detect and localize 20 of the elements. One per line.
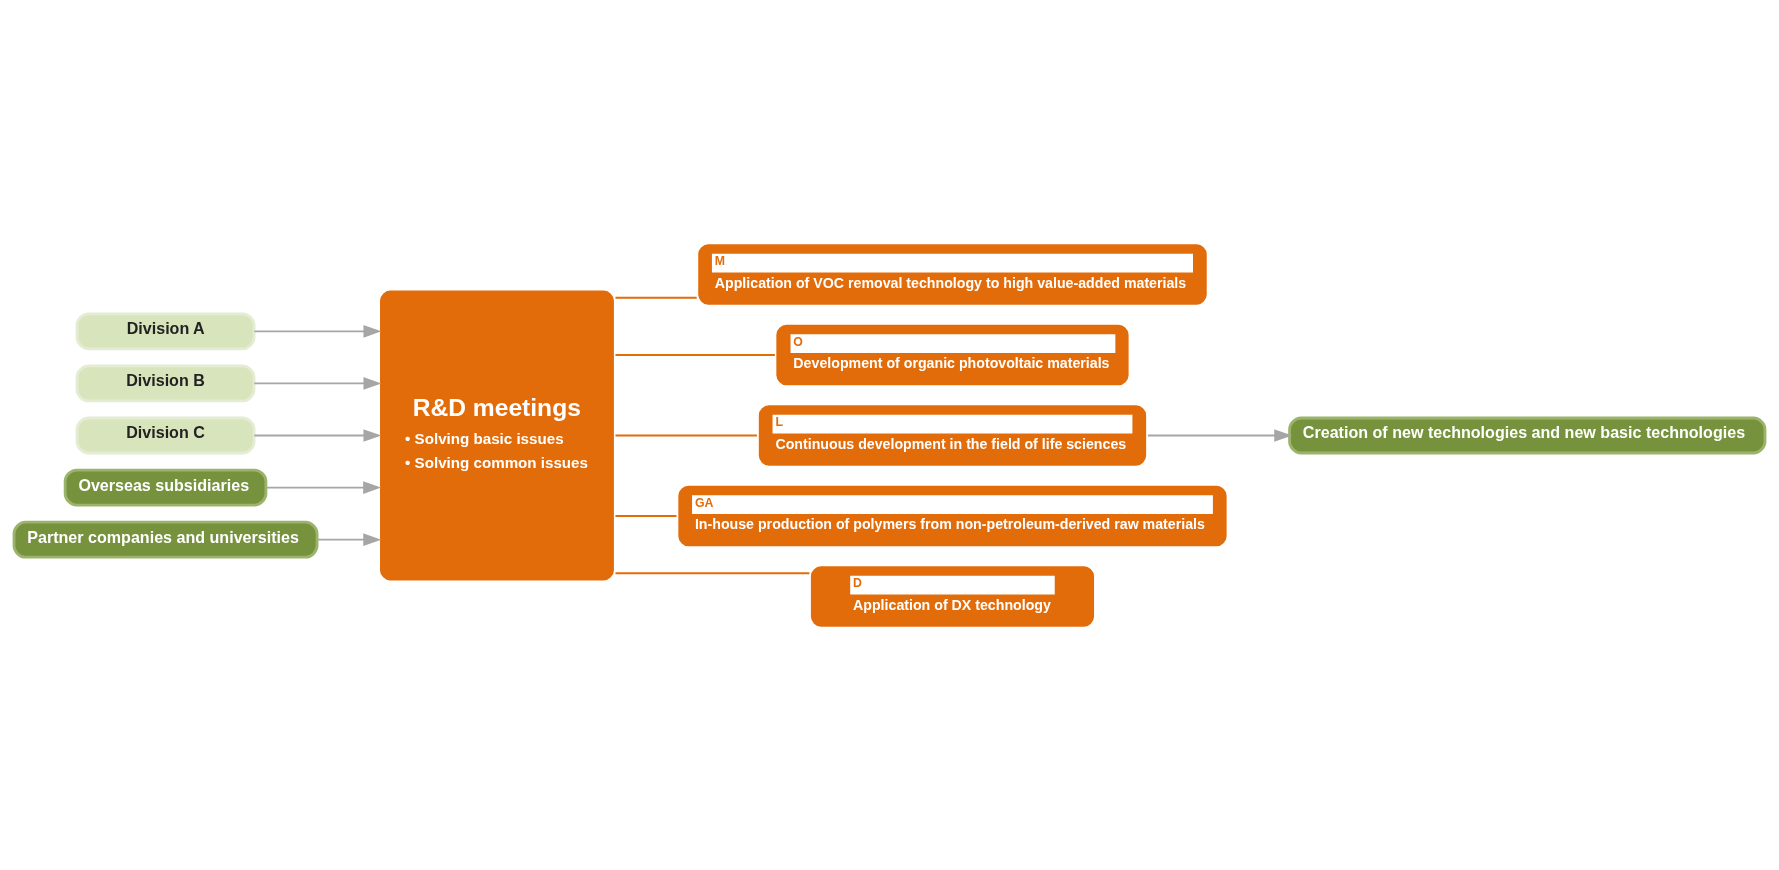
node-box: Creation of new technologies and new basic technologies <box>1288 416 1767 454</box>
node-box: Division B <box>75 363 256 402</box>
connector <box>614 296 698 299</box>
node-box: O Development of organic photovoltaic materials <box>773 321 1132 388</box>
arrow <box>316 532 382 546</box>
node-box: R&D meetings • Solving basic issues • Solving common issues <box>377 287 617 583</box>
connector <box>614 434 758 436</box>
node-box: GA In-house production of polymers from non-petroleum-derived raw materials <box>675 482 1230 549</box>
node-box: Partner companies and universities <box>12 520 319 559</box>
arrow <box>253 376 382 390</box>
connector <box>614 353 776 356</box>
arrow <box>265 480 382 494</box>
arrow <box>1146 428 1293 442</box>
node-box: Division A <box>75 311 256 350</box>
connector <box>614 514 678 517</box>
connector <box>614 571 811 574</box>
node-box: Division C <box>75 416 256 454</box>
arrow <box>253 428 382 442</box>
node-box: Overseas subsidiaries <box>63 468 268 507</box>
arrow <box>253 324 382 338</box>
